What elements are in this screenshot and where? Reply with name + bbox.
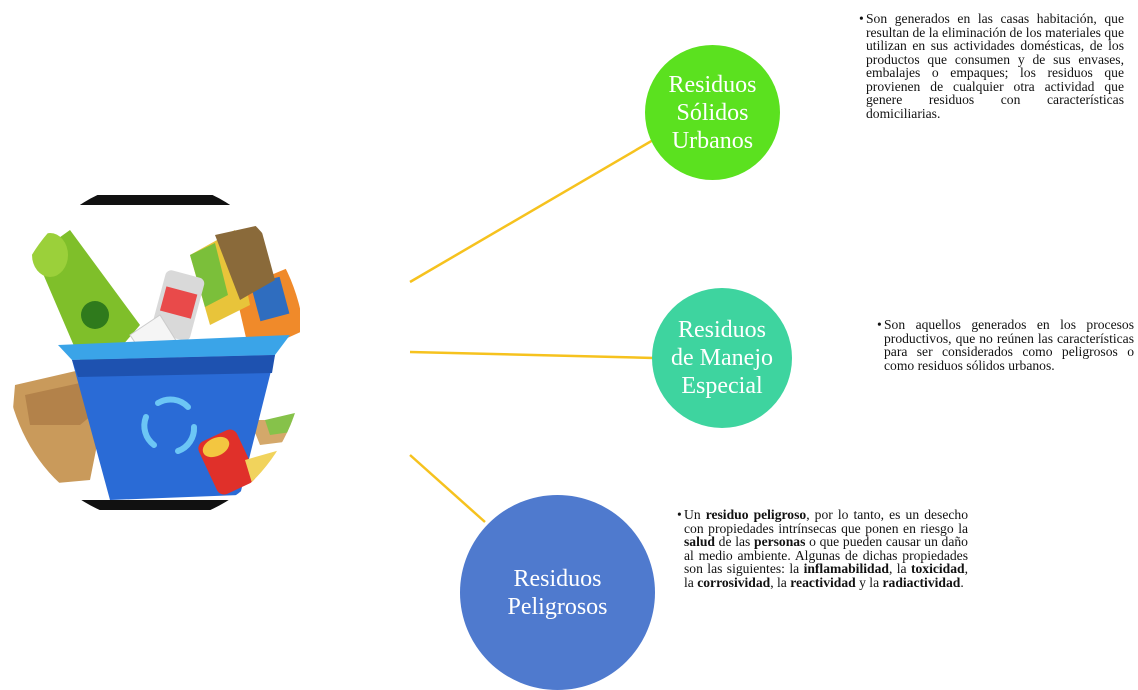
bullet-icon: • bbox=[877, 317, 882, 332]
emphasis: radiactividad bbox=[882, 574, 961, 590]
bullet-icon: • bbox=[677, 507, 682, 522]
description-text: Un residuo peligroso, por lo tanto, es u… bbox=[684, 507, 968, 590]
emphasis: reactividad bbox=[790, 574, 856, 590]
emphasis: residuo peligroso bbox=[705, 507, 807, 522]
description-residuos-solidos-urbanos: • Son generados en las casas habitación,… bbox=[859, 11, 1124, 121]
node-label: Residuos Sólidos Urbanos bbox=[668, 71, 757, 154]
node-label: Residuos de Manejo Especial bbox=[671, 317, 773, 399]
connector-line-2 bbox=[409, 350, 655, 360]
connector-line-1 bbox=[409, 134, 661, 284]
node-residuos-peligrosos: Residuos Peligrosos bbox=[460, 495, 655, 690]
emphasis: inflamabilidad bbox=[803, 561, 889, 576]
emphasis: toxicidad bbox=[910, 561, 965, 576]
node-label: Residuos Peligrosos bbox=[507, 565, 608, 620]
description-text: Son aquellos generados en los procesos p… bbox=[884, 317, 1134, 373]
emphasis: corrosividad bbox=[697, 574, 771, 590]
connector-line-3 bbox=[409, 454, 486, 523]
emphasis: salud bbox=[684, 534, 715, 549]
node-residuos-solidos-urbanos: Residuos Sólidos Urbanos bbox=[645, 45, 780, 180]
emphasis: personas bbox=[754, 534, 806, 549]
description-text: Son generados en las casas habitación, q… bbox=[866, 11, 1124, 121]
description-residuos-manejo-especial: • Son aquellos generados en los procesos… bbox=[877, 317, 1134, 373]
recycling-bin-icon bbox=[10, 195, 305, 510]
description-residuos-peligrosos: • Un residuo peligroso, por lo tanto, es… bbox=[677, 507, 968, 590]
bullet-icon: • bbox=[859, 11, 864, 26]
node-residuos-manejo-especial: Residuos de Manejo Especial bbox=[652, 288, 792, 428]
